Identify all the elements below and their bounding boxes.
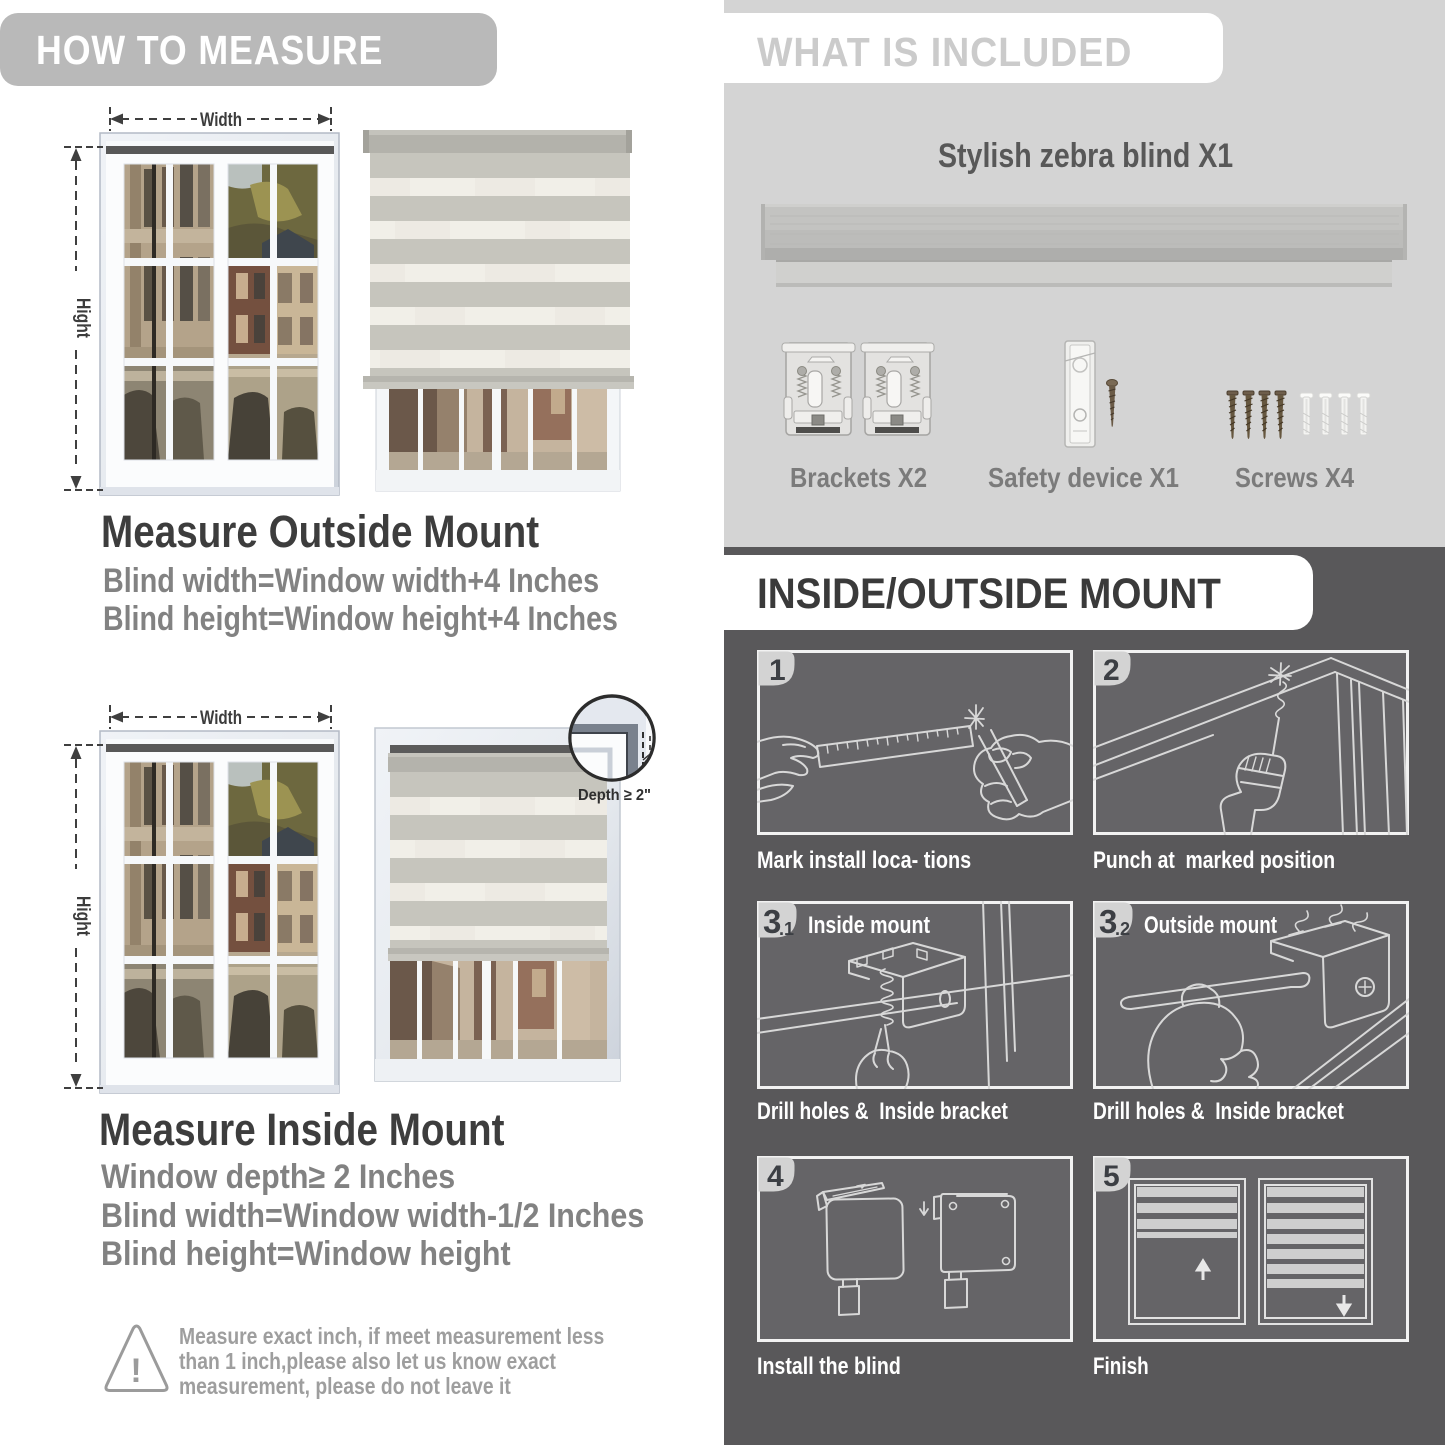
svg-text:3: 3: [1099, 903, 1117, 940]
svg-text:4: 4: [767, 1160, 784, 1193]
svg-text:Outside mount: Outside mount: [1144, 912, 1277, 939]
svg-text:5: 5: [1103, 1160, 1120, 1193]
svg-text:2: 2: [1103, 654, 1120, 687]
svg-text:Depth ≥ 2": Depth ≥ 2": [578, 787, 651, 804]
svg-text:.1: .1: [779, 919, 794, 939]
svg-text:1: 1: [769, 654, 786, 687]
svg-text:.2: .2: [1115, 919, 1130, 939]
svg-text:3: 3: [763, 903, 781, 940]
svg-text:Inside mount: Inside mount: [808, 912, 930, 939]
svg-text:!: !: [130, 1352, 141, 1390]
